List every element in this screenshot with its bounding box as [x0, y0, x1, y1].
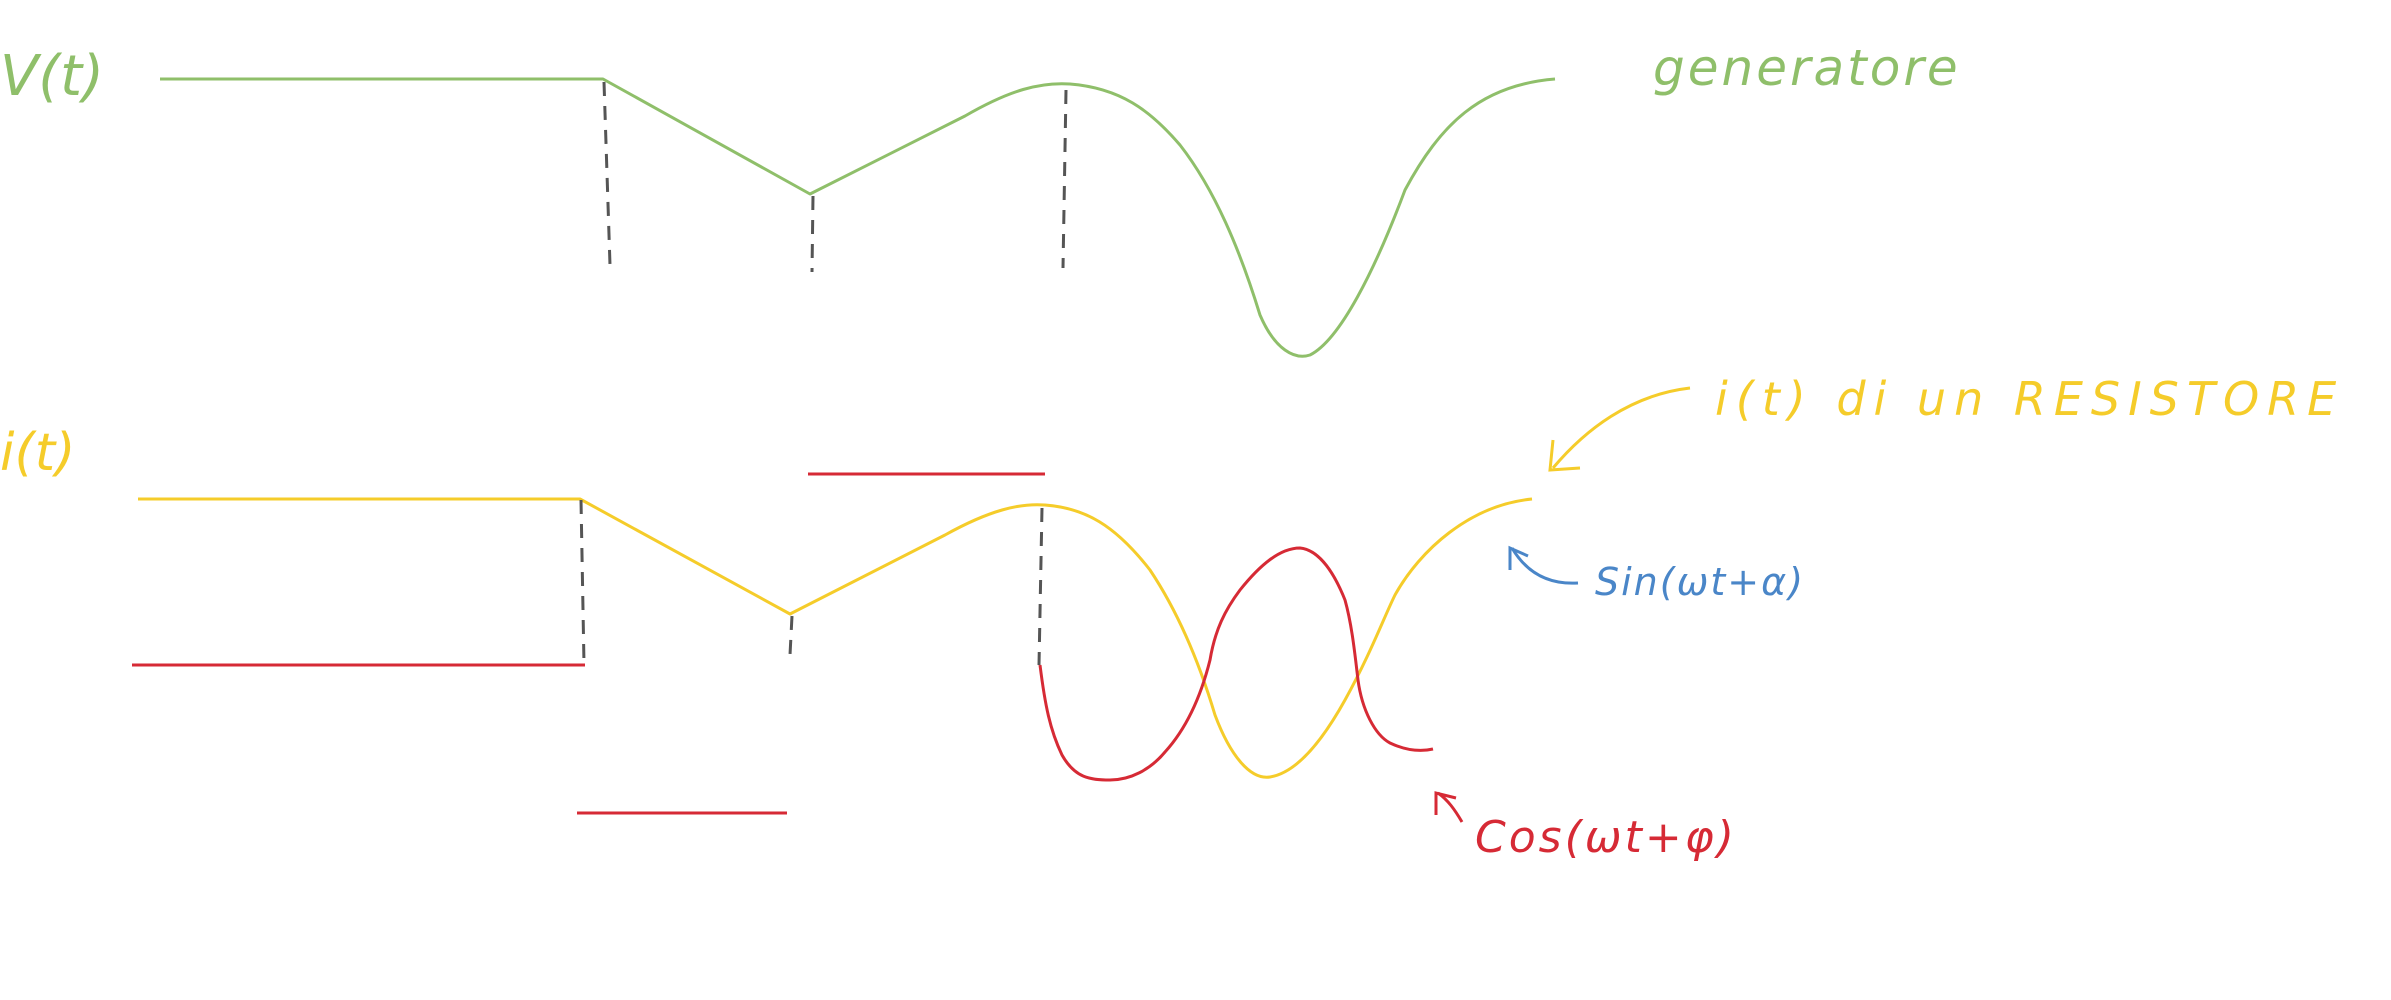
arrowhead-icon — [1548, 439, 1581, 472]
voltage-curve — [160, 77, 1556, 358]
resistor-note: i(t) di un RESISTORE — [1715, 372, 2344, 426]
sin-arrow — [1510, 547, 1579, 585]
arrowhead-icon — [1508, 545, 1529, 570]
sin-note: Sin(ωt+α) — [1595, 560, 1805, 604]
derivative-curve — [1038, 546, 1434, 782]
cos-note: Cos(ωt+φ) — [1475, 812, 1737, 863]
guide-line — [579, 499, 586, 665]
guide-line — [1061, 89, 1068, 269]
resistor-arrow — [1551, 386, 1691, 469]
arrowhead-icon — [1434, 791, 1457, 815]
current-curve — [138, 497, 1533, 779]
guide-line — [602, 81, 612, 266]
i-axis-label: i(t) — [0, 423, 75, 483]
guide-line — [1037, 507, 1044, 666]
guide-line — [788, 615, 794, 656]
generator-label: generatore — [1653, 39, 1961, 97]
guide-line — [810, 195, 815, 273]
v-axis-label: V(t) — [0, 44, 104, 109]
